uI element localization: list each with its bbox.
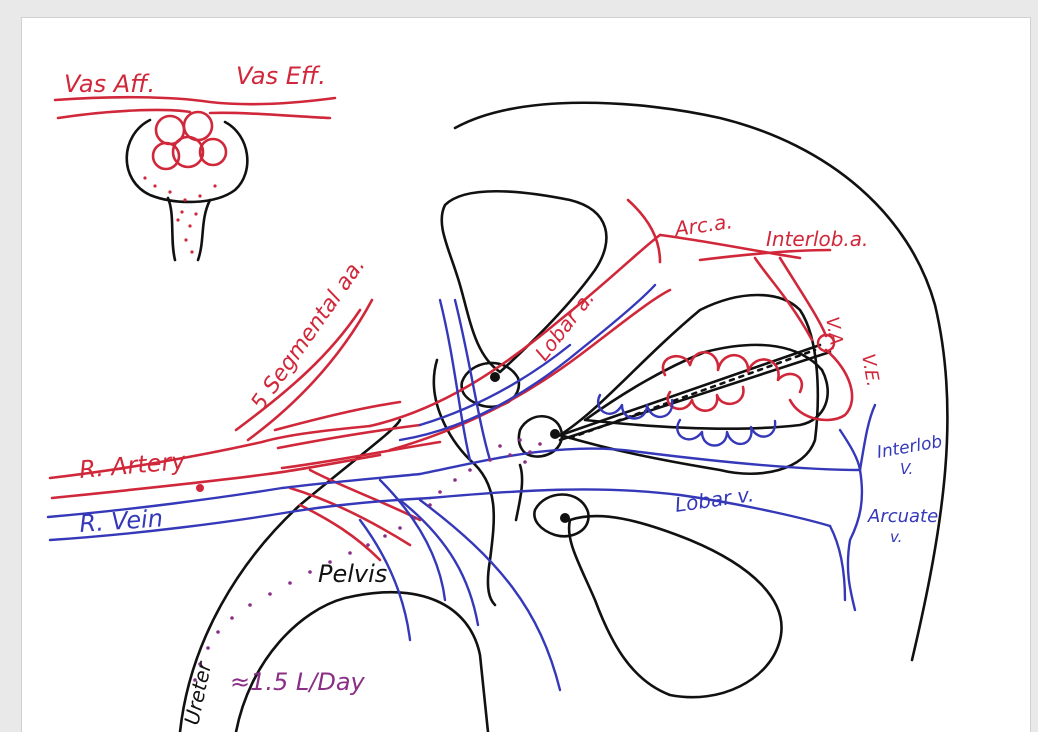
bowman-capsule [127, 120, 248, 202]
label-vas-eff: Vas Eff. [236, 62, 326, 90]
glomerulus-tuft [153, 112, 226, 169]
segmental-artery-3 [282, 442, 440, 468]
papilla-lower-tip [560, 513, 570, 523]
pyramid-upper [442, 191, 607, 372]
label-r-vein: R. Vein [78, 504, 163, 538]
label-ureter: Ureter [179, 658, 216, 727]
papilla-middle-tip [550, 429, 560, 439]
kidney-inner-hilum [236, 592, 488, 732]
label-lobar-v: Lobar v. [673, 482, 755, 517]
pyramid-middle-inner [585, 345, 828, 429]
label-urine-output: ≈1.5 L/Day [230, 668, 366, 696]
pyramid-middle [560, 295, 818, 474]
label-va: V.A. [821, 315, 848, 352]
label-lobar-a: Lobar a. [530, 286, 599, 365]
pyramid-lower [569, 516, 782, 697]
label-vas-aff: Vas Aff. [64, 70, 155, 98]
vein-branch-upper-1 [440, 300, 470, 460]
interlobular-vein [840, 430, 860, 470]
vas-eff-vessel-lower [210, 113, 330, 118]
segmental-artery-6 [310, 470, 420, 520]
collecting-duct-dots [570, 350, 815, 438]
label-ve: V.E. [857, 352, 883, 388]
label-interlob-v: Interlob [875, 432, 943, 463]
lobar-artery-2 [390, 290, 670, 450]
vas-aff-vessel [55, 97, 335, 104]
artery-point [196, 484, 204, 492]
vein-branch-upper-2 [455, 300, 490, 460]
label-r-artery: R. Artery [78, 447, 187, 484]
proximal-tubule [168, 198, 210, 260]
label-arc-a: Arc.a. [671, 209, 734, 241]
vasa-efferent-loop [790, 350, 852, 420]
label-arcuate-v-2: v. [890, 528, 902, 546]
label-pelvis: Pelvis [318, 560, 387, 588]
segmental-artery-1 [275, 402, 400, 430]
lobar-vein-1 [420, 449, 860, 474]
label-interlob-a: Interlob.a. [766, 227, 868, 251]
label-arcuate-v: Arcuate [867, 506, 938, 527]
papilla-upper-tip [490, 372, 500, 382]
label-interlob-v-2: V. [900, 460, 913, 478]
segmental-artery-4 [290, 488, 410, 545]
